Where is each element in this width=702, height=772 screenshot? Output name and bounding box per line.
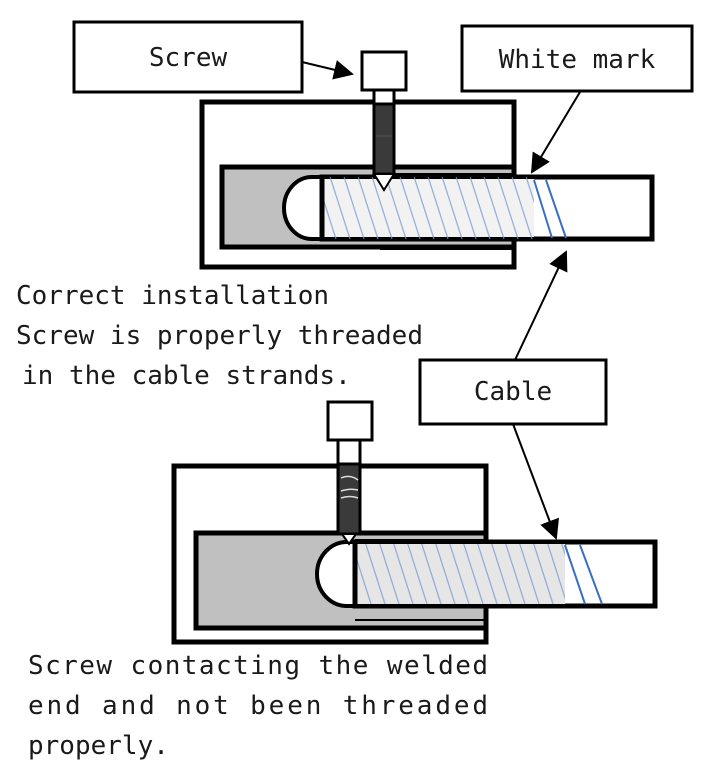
cable-strand-line [497, 177, 519, 239]
caption-correct-line-3: in the cable strands. [22, 361, 351, 391]
screw-label: Screw [72, 20, 354, 94]
caption-correct-line-2: Screw is properly threaded [16, 321, 423, 351]
caption-incorrect-line-2: end and not been threaded [28, 691, 488, 721]
white-mark-line [564, 544, 586, 605]
screw-thread-line [340, 488, 359, 492]
cable-strand-line [427, 177, 449, 239]
cable-strand-line [525, 177, 534, 204]
cable-strand-line [357, 177, 379, 239]
screw-neck [336, 438, 362, 466]
screw-neck [372, 88, 396, 106]
screw-correct [360, 50, 408, 192]
screw-tip [372, 173, 396, 192]
screw-threaded-shaft [372, 102, 396, 176]
caption-incorrect-line-1: Screw contacting the welded [28, 651, 488, 681]
screw-tip [340, 533, 358, 546]
cable-strand-line [371, 177, 393, 239]
screw-pointer-arrow [301, 60, 354, 80]
cable-strand-line [463, 544, 484, 604]
screw-threaded-shaft [336, 462, 362, 536]
cable-strand-line [449, 544, 470, 604]
caption-correct-line-1: Correct installation [16, 281, 329, 311]
white-mark-label-text: White mark [499, 45, 656, 75]
cable-strand-line [365, 544, 386, 604]
screw-head [360, 50, 408, 92]
incorrect-installation-figure [171, 400, 658, 645]
cable-welded-end [282, 175, 324, 241]
cable-strand-line [435, 544, 456, 604]
cable-strand-lines [322, 177, 534, 239]
cable-strand-lines [357, 544, 565, 604]
cable-strand-line [385, 177, 407, 239]
cable-welded-end [315, 540, 357, 608]
caption-incorrect-installation: Screw contacting the welded end and not … [28, 651, 488, 761]
cable-strand-line [329, 177, 351, 239]
cable-strand-line [393, 544, 414, 604]
cable-strand-line [561, 544, 565, 557]
white-mark-line [533, 179, 553, 239]
cable-strand-line [413, 177, 435, 239]
screw-thread-line [340, 495, 359, 499]
cable-strand-line [511, 177, 533, 239]
white-mark-label-box [460, 24, 694, 93]
screw-label-text: Screw [149, 43, 228, 73]
cable-strand-line [379, 544, 400, 604]
screw-thread-line [340, 475, 359, 481]
cable-strand-line [441, 177, 463, 239]
cable-label-text: Cable [474, 377, 552, 407]
screw-incorrect [326, 400, 374, 546]
cable-strand-line [483, 177, 505, 239]
cable-strand-line [519, 544, 540, 604]
white-mark-line [545, 179, 567, 239]
cable-strand-region [357, 544, 565, 604]
cable-strand-region [324, 179, 534, 237]
cable-strand-line [421, 544, 442, 604]
cable-pointer-arrow-bottom [512, 423, 560, 540]
cable-strand-line [357, 558, 372, 604]
cable-label: Cable [418, 250, 608, 540]
cable-strand-line [399, 177, 421, 239]
cable-strand-line [455, 177, 477, 239]
caption-incorrect-line-3: properly. [28, 731, 169, 761]
white-mark-label: White mark [460, 24, 694, 174]
cable-strand-line [407, 544, 428, 604]
caption-correct-installation: Correct installation Screw is properly t… [16, 281, 423, 391]
cable-strand-line [469, 177, 491, 239]
cable-strand-line [505, 544, 526, 604]
cable-pointer-arrow-top [514, 250, 568, 361]
cable-strand-line [343, 177, 365, 239]
cable-strand-line [491, 544, 512, 604]
screw-head [326, 400, 374, 442]
screw-label-box [72, 20, 304, 94]
white-mark-line [579, 544, 603, 605]
white-mark-pointer-arrow [530, 91, 581, 174]
cable-strand-line [477, 544, 498, 604]
cable-strand-line [533, 544, 554, 604]
cable-strand-line [547, 544, 565, 600]
correct-installation-figure: Screw White mark [72, 20, 694, 270]
cable-strand-line [322, 193, 337, 239]
